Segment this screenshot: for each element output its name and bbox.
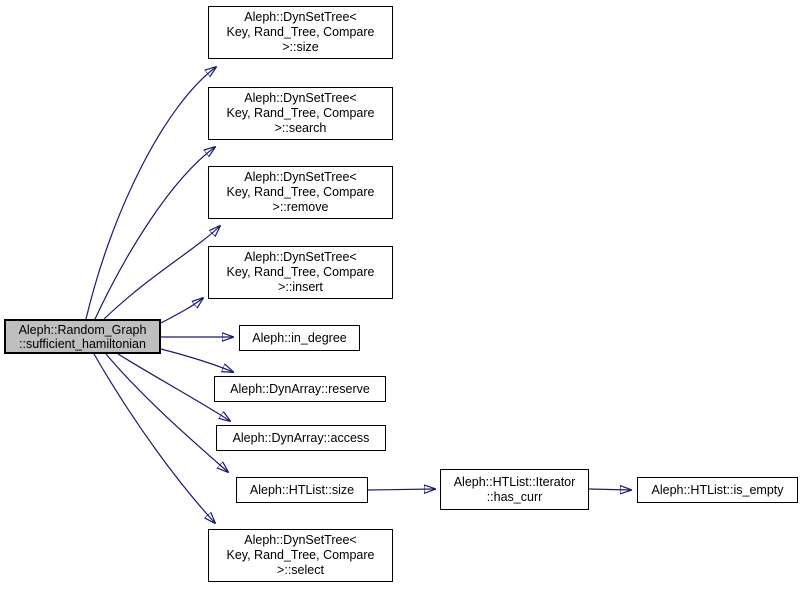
node-label-line: Aleph::DynSetTree< xyxy=(244,170,357,184)
node-dynsettree-select[interactable]: Aleph::DynSetTree< Key, Rand_Tree, Compa… xyxy=(208,529,393,582)
node-label-line: >::size xyxy=(282,40,319,54)
node-label-line: Aleph::DynSetTree< xyxy=(244,91,357,105)
node-dynsettree-insert[interactable]: Aleph::DynSetTree< Key, Rand_Tree, Compa… xyxy=(208,246,393,299)
node-label-line: Aleph::HTList::is_empty xyxy=(651,482,784,497)
node-label-line: Key, Rand_Tree, Compare xyxy=(226,106,375,120)
node-dynarray-reserve[interactable]: Aleph::DynArray::reserve xyxy=(214,376,386,402)
node-label-line: Aleph::HTList::Iterator xyxy=(453,474,576,489)
node-label-line: Aleph::DynArray::reserve xyxy=(230,381,370,396)
node-sufficient-hamiltonian: Aleph::Random_Graph ::sufficient_hamilto… xyxy=(4,319,161,354)
node-htlist-size[interactable]: Aleph::HTList::size xyxy=(236,477,368,503)
node-label-line: Key, Rand_Tree, Compare xyxy=(226,185,375,199)
edge-main-to-dynsettree-size xyxy=(85,67,216,320)
node-label-line: >::remove xyxy=(272,200,329,214)
node-label-line: ::sufficient_hamiltonian xyxy=(19,336,146,351)
node-dynarray-access[interactable]: Aleph::DynArray::access xyxy=(216,425,386,451)
edge-main-to-dynarray-reserve xyxy=(160,348,233,372)
node-label-line: Aleph::DynSetTree< xyxy=(244,10,357,24)
node-label-line: Key, Rand_Tree, Compare xyxy=(226,25,375,39)
node-dynsettree-remove[interactable]: Aleph::DynSetTree< Key, Rand_Tree, Compa… xyxy=(208,166,393,219)
node-label-line: >::select xyxy=(277,563,324,577)
node-label-line: Aleph::Random_Graph xyxy=(18,322,147,337)
edge-main-to-dynsettree-insert xyxy=(160,298,203,324)
node-label-line: ::has_curr xyxy=(486,489,543,504)
node-label-line: Aleph::DynSetTree< xyxy=(244,250,357,264)
node-in-degree[interactable]: Aleph::in_degree xyxy=(239,325,360,351)
edge-main-to-dynarray-access xyxy=(117,353,230,421)
node-label-line: Key, Rand_Tree, Compare xyxy=(226,548,375,562)
edge-main-to-dynsettree-select xyxy=(93,353,215,523)
node-label-line: Aleph::DynArray::access xyxy=(232,430,370,445)
edge-has-curr-to-is-empty xyxy=(588,489,631,490)
node-htlist-iterator-has-curr[interactable]: Aleph::HTList::Iterator ::has_curr xyxy=(440,469,589,510)
node-dynsettree-size[interactable]: Aleph::DynSetTree< Key, Rand_Tree, Compa… xyxy=(208,6,393,59)
node-label-line: Aleph::in_degree xyxy=(252,330,347,345)
edge-main-to-dynsettree-remove xyxy=(103,226,220,320)
node-dynsettree-search[interactable]: Aleph::DynSetTree< Key, Rand_Tree, Compa… xyxy=(208,87,393,140)
edge-main-to-htlist-size xyxy=(105,353,228,472)
node-label-line: Aleph::DynSetTree< xyxy=(244,533,357,547)
node-label-line: Key, Rand_Tree, Compare xyxy=(226,265,375,279)
node-label-line: >::search xyxy=(274,121,327,135)
edge-main-to-dynsettree-search xyxy=(94,147,215,320)
node-label-line: Aleph::HTList::size xyxy=(249,482,355,497)
node-label-line: >::insert xyxy=(278,280,323,294)
node-htlist-is-empty[interactable]: Aleph::HTList::is_empty xyxy=(637,477,798,503)
edge-htlist-size-to-has-curr xyxy=(367,489,435,490)
